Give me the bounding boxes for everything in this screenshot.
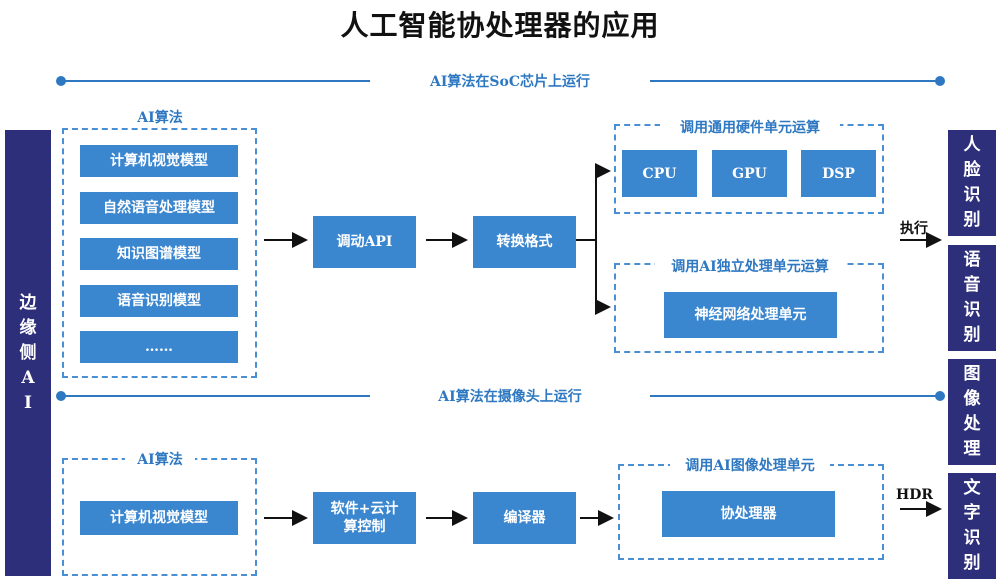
right-bar-image-label: 图像处理 bbox=[963, 364, 981, 459]
model-knowledge-graph: 知识图谱模型 bbox=[80, 238, 238, 270]
general-hw-label: 调用通用硬件单元运算 bbox=[660, 117, 840, 137]
npu-box: 神经网络处理单元 bbox=[664, 292, 837, 338]
call-api-box: 调动API bbox=[313, 216, 416, 268]
top-section-label: AI算法在SoC芯片上运行 bbox=[370, 71, 650, 91]
model-nlp: 自然语音处理模型 bbox=[80, 192, 238, 224]
compiler-box: 编译器 bbox=[473, 492, 576, 544]
top-algo-group bbox=[62, 128, 257, 378]
coprocessor-box: 协处理器 bbox=[662, 491, 835, 537]
bottom-algo-group-label: AI算法 bbox=[125, 449, 195, 469]
page-title: 人工智能协处理器的应用 bbox=[340, 9, 660, 42]
top-line-end-dot bbox=[935, 76, 945, 86]
arrow-convert-branch bbox=[576, 163, 611, 241]
bottom-model-cv: 计算机视觉模型 bbox=[80, 501, 238, 535]
gpu-box: GPU bbox=[712, 150, 787, 197]
right-bar-text-label: 文字识别 bbox=[963, 478, 981, 573]
right-bar-text: 文字识别 bbox=[948, 473, 996, 579]
right-bar-speech-label: 语音识别 bbox=[963, 250, 981, 345]
image-unit-label: 调用AI图像处理单元 bbox=[670, 455, 830, 475]
dsp-box: DSP bbox=[801, 150, 876, 197]
bottom-section-label: AI算法在摄像头上运行 bbox=[370, 386, 650, 406]
right-bar-image: 图像处理 bbox=[948, 359, 996, 465]
ai-unit-label: 调用AI独立处理单元运算 bbox=[655, 256, 845, 276]
software-cloud-box: 软件+云计算控制 bbox=[313, 492, 416, 544]
execute-label: 执行 bbox=[900, 221, 928, 237]
right-bar-face: 人脸识别 bbox=[948, 130, 996, 236]
model-cv: 计算机视觉模型 bbox=[80, 145, 238, 177]
arrow-convert-to-npu bbox=[595, 240, 611, 315]
convert-format-box: 转换格式 bbox=[473, 216, 576, 268]
bottom-line-end-dot bbox=[935, 391, 945, 401]
hdr-label: HDR bbox=[896, 487, 934, 503]
cpu-box: CPU bbox=[622, 150, 697, 197]
model-more: …… bbox=[80, 331, 238, 363]
edge-ai-label: 边缘侧AI bbox=[19, 292, 37, 413]
top-algo-group-label: AI算法 bbox=[125, 107, 195, 127]
right-bar-speech: 语音识别 bbox=[948, 245, 996, 351]
model-speech: 语音识别模型 bbox=[80, 285, 238, 317]
edge-ai-bar: 边缘侧AI bbox=[5, 130, 51, 576]
right-bar-face-label: 人脸识别 bbox=[963, 135, 981, 230]
